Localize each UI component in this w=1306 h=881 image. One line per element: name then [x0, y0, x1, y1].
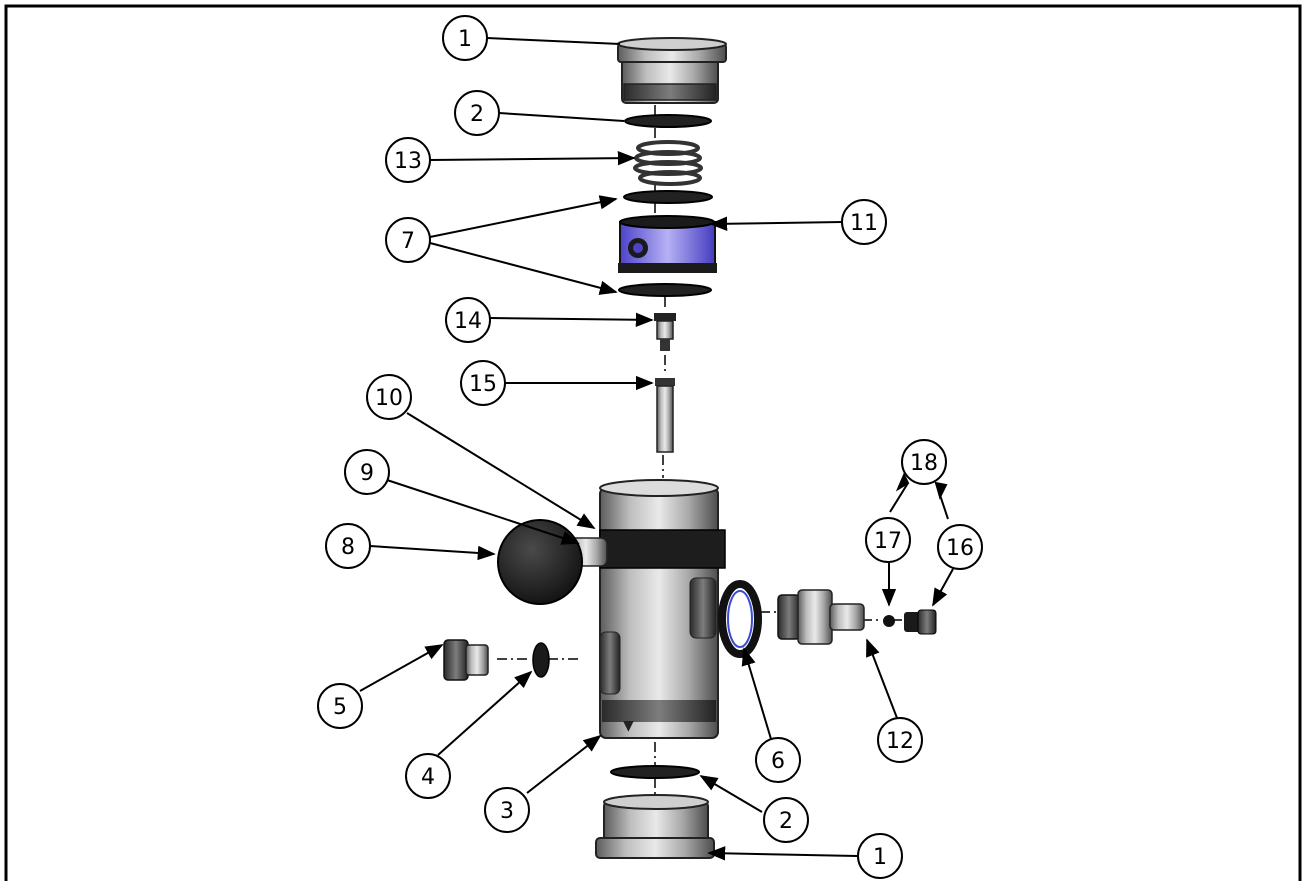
- part-1-bottom-cap: [595, 794, 715, 859]
- part-15-pin: [655, 378, 675, 453]
- callout-part-4: 4: [405, 753, 451, 799]
- callout-part-10: 10: [366, 374, 412, 420]
- svg-text:1: 1: [458, 27, 472, 52]
- part-8-knob: [497, 519, 608, 605]
- svg-text:11: 11: [850, 211, 878, 236]
- callout-part-12: 12: [877, 717, 923, 763]
- callout-part-2-bottom: 2: [763, 797, 809, 843]
- svg-text:14: 14: [454, 309, 482, 334]
- callout-part-2-top: 2: [454, 90, 500, 136]
- svg-text:4: 4: [421, 765, 435, 790]
- svg-text:10: 10: [375, 386, 403, 411]
- svg-text:15: 15: [469, 372, 497, 397]
- part-3-main-body: ▼: [599, 479, 726, 739]
- svg-text:17: 17: [874, 529, 902, 554]
- part-2-top-oring: [624, 114, 712, 128]
- svg-text:7: 7: [401, 229, 415, 254]
- callout-part-15: 15: [460, 360, 506, 406]
- part-1-top-cap: [617, 37, 727, 104]
- part-16-screw: [904, 609, 937, 635]
- leader-arrows-18: [895, 472, 948, 500]
- svg-text:13: 13: [394, 149, 422, 174]
- part-13-spring: [633, 140, 703, 186]
- part-11-sight-body: [618, 215, 717, 273]
- svg-text:5: 5: [333, 695, 347, 720]
- svg-text:9: 9: [360, 461, 374, 486]
- part-7-upper-washer: [623, 190, 713, 204]
- callout-part-16: 16: [937, 524, 983, 570]
- svg-text:16: 16: [946, 536, 974, 561]
- part-6-ring: [718, 580, 762, 658]
- svg-text:2: 2: [470, 102, 484, 127]
- svg-text:6: 6: [771, 749, 785, 774]
- callout-part-5: 5: [317, 683, 363, 729]
- part-7-lower-washer: [618, 283, 712, 297]
- svg-text:8: 8: [341, 535, 355, 560]
- callout-group: 1 2 13 7 11 14 15 10 9 8 18 17 16 5 4 6 …: [317, 15, 983, 879]
- part-4-seal: [532, 642, 550, 678]
- part-17-ball: [883, 615, 895, 627]
- svg-text:18: 18: [910, 451, 938, 476]
- svg-text:12: 12: [886, 729, 914, 754]
- leader-lines: [359, 37, 954, 861]
- callout-part-17: 17: [865, 517, 911, 563]
- svg-text:▼: ▼: [623, 718, 634, 734]
- callout-part-3: 3: [484, 787, 530, 833]
- svg-text:1: 1: [873, 845, 887, 870]
- part-12-fitting: [777, 589, 865, 645]
- callout-part-1-top: 1: [442, 15, 488, 61]
- part-5-plug: [443, 639, 489, 681]
- callout-part-6: 6: [755, 737, 801, 783]
- callout-part-1-bottom: 1: [857, 833, 903, 879]
- part-14-valve: [654, 313, 676, 351]
- callout-part-18: 18: [901, 439, 947, 485]
- callout-part-11: 11: [841, 199, 887, 245]
- drawing-frame: [4, 4, 1302, 881]
- callout-part-9: 9: [344, 449, 390, 495]
- svg-text:3: 3: [500, 799, 514, 824]
- svg-text:2: 2: [779, 809, 793, 834]
- callout-part-13: 13: [385, 137, 431, 183]
- part-2-bottom-oring: [610, 765, 700, 779]
- callout-part-7: 7: [385, 217, 431, 263]
- callout-part-14: 14: [445, 297, 491, 343]
- callout-part-8: 8: [325, 523, 371, 569]
